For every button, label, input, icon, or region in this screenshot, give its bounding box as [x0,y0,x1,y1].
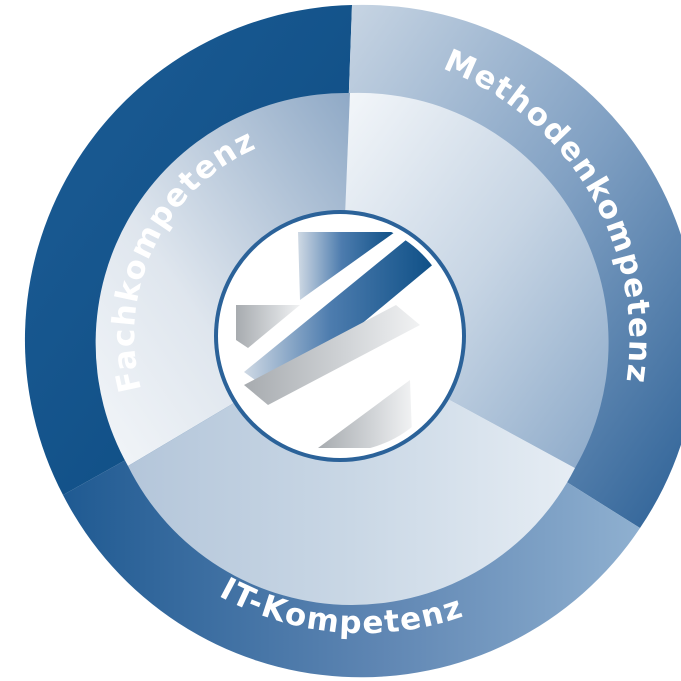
central-emblem-icon [214,210,466,462]
inner-segment-fach [95,92,350,466]
